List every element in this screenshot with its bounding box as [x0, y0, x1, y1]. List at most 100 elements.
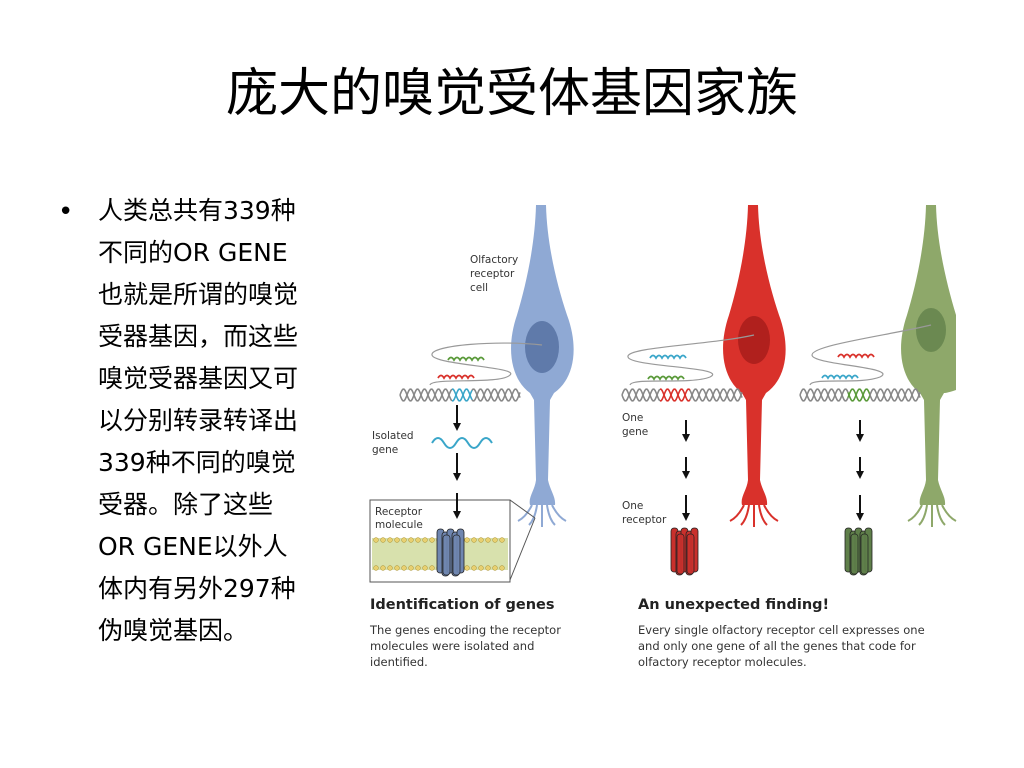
- receptor-zoom-box: [369, 499, 536, 583]
- right-panel-caption: Every single olfactory receptor cell exp…: [638, 623, 928, 669]
- chromatin-strand-blue: [429, 342, 543, 386]
- lipid-head: [471, 565, 477, 571]
- bullet-line: 伪嗅觉基因。: [98, 616, 249, 645]
- chromosome-segment: [447, 356, 485, 362]
- chromosome-segment: [649, 354, 687, 360]
- label-one-receptor: One receptor: [622, 500, 667, 526]
- chromosome-segment: [837, 353, 875, 359]
- label-receptor-molecule: Receptor molecule: [375, 506, 425, 531]
- lipid-head: [499, 565, 505, 571]
- receptor-helix: [442, 534, 451, 576]
- nucleus-red: [738, 316, 770, 364]
- dna-strand: [689, 388, 743, 402]
- lipid-head: [373, 565, 379, 571]
- lipid-head: [422, 565, 428, 571]
- lipid-head: [408, 537, 414, 543]
- bullet-line: 不同的OR GENE: [98, 238, 288, 267]
- receptor-helix: [452, 534, 461, 576]
- label-one-gene: One gene: [622, 412, 648, 438]
- lipid-head: [429, 537, 435, 543]
- dna-strand: [847, 388, 871, 402]
- dna-strand: [621, 388, 661, 402]
- bullet-line: 受器。除了这些: [98, 490, 274, 519]
- nucleus-blue: [525, 321, 559, 373]
- lipid-head: [485, 537, 491, 543]
- bullet-line: 也就是所谓的嗅觉: [98, 280, 299, 309]
- bullet-marker: •: [58, 197, 74, 227]
- dna-strand: [799, 388, 849, 402]
- dna-strand: [847, 388, 871, 402]
- lipid-head: [464, 537, 470, 543]
- green-receptor-cell: [901, 205, 957, 527]
- dna-strand: [869, 388, 921, 402]
- lipid-head: [422, 537, 428, 543]
- cilia-red: [729, 504, 779, 527]
- lipid-head: [478, 537, 484, 543]
- dna-strand: [399, 388, 453, 402]
- lipid-head: [429, 565, 435, 571]
- lipid-head: [492, 565, 498, 571]
- dna-strand: [799, 388, 849, 402]
- chromosome-segment: [821, 374, 859, 380]
- lipid-head: [464, 565, 470, 571]
- arrows: [453, 405, 864, 521]
- lipid-head: [415, 565, 421, 571]
- chromatin-strand-green: [809, 324, 932, 386]
- receptor-helix: [860, 533, 869, 575]
- lipid-head: [387, 537, 393, 543]
- lipid-head: [408, 565, 414, 571]
- olfactory-receptor-diagram: Olfactory receptor cell Isolated gene Re…: [369, 205, 957, 669]
- lipid-head: [401, 537, 407, 543]
- bullet-line: 339种不同的嗅觉: [98, 448, 296, 477]
- dna-helix-green: [799, 388, 921, 402]
- bullet-line: 嗅觉受器基因又可: [98, 364, 299, 393]
- receptor-helix: [686, 533, 695, 575]
- lipid-head: [380, 565, 386, 571]
- receptor-molecule-green: [844, 527, 873, 576]
- receptor-helix: [850, 533, 859, 575]
- lipid-head: [380, 537, 386, 543]
- receptor-helix: [676, 533, 685, 575]
- receptor-molecule-red: [670, 527, 699, 576]
- lipid-head: [485, 565, 491, 571]
- red-receptor-cell: [723, 205, 786, 527]
- chromosome-segment: [647, 375, 685, 381]
- dna-helix-red: [621, 388, 743, 402]
- isolated-gene-strand: [431, 437, 493, 449]
- lipid-head: [499, 537, 505, 543]
- receptor-molecule-blue: [436, 528, 465, 577]
- dna-strand: [471, 388, 521, 402]
- lipid-head: [471, 537, 477, 543]
- dna-strand: [621, 388, 661, 402]
- slide-title: 庞大的嗅觉受体基因家族: [225, 64, 798, 124]
- dna-layer: [399, 353, 921, 402]
- bullet-line: OR GENE以外人: [98, 532, 288, 561]
- dna-strand: [399, 388, 453, 402]
- dna-helix-blue: [399, 388, 521, 402]
- label-cell: Olfactory receptor cell: [470, 254, 522, 294]
- bullet-text: 人类总共有339种 不同的OR GENE 也就是所谓的嗅觉 受器基因，而这些 嗅…: [98, 190, 338, 652]
- cilia-green: [907, 504, 957, 527]
- lipid-head: [401, 565, 407, 571]
- lipid-head: [394, 537, 400, 543]
- dna-strand: [660, 388, 691, 402]
- chromosome-segment: [437, 374, 475, 380]
- lipid-head: [394, 565, 400, 571]
- lipid-head: [415, 537, 421, 543]
- nucleus-green: [916, 308, 946, 352]
- right-panel-title: An unexpected finding!: [638, 597, 829, 613]
- chromatin-strand-red: [627, 334, 755, 386]
- cell-body-green: [901, 205, 956, 505]
- lipid-head: [387, 565, 393, 571]
- bullet-line: 受器基因，而这些: [98, 322, 299, 351]
- zoom-line-bottom: [509, 517, 536, 581]
- lipid-head: [373, 537, 379, 543]
- lipid-head: [492, 537, 498, 543]
- dna-strand: [452, 388, 473, 402]
- left-panel-title: Identification of genes: [370, 597, 555, 613]
- bullet-line: 以分别转录转译出: [98, 406, 299, 435]
- bullet-line: 人类总共有339种: [98, 196, 296, 225]
- left-panel-caption: The genes encoding the receptor molecule…: [369, 623, 565, 669]
- label-isolated-gene: Isolated gene: [372, 430, 417, 456]
- dna-strand: [452, 388, 473, 402]
